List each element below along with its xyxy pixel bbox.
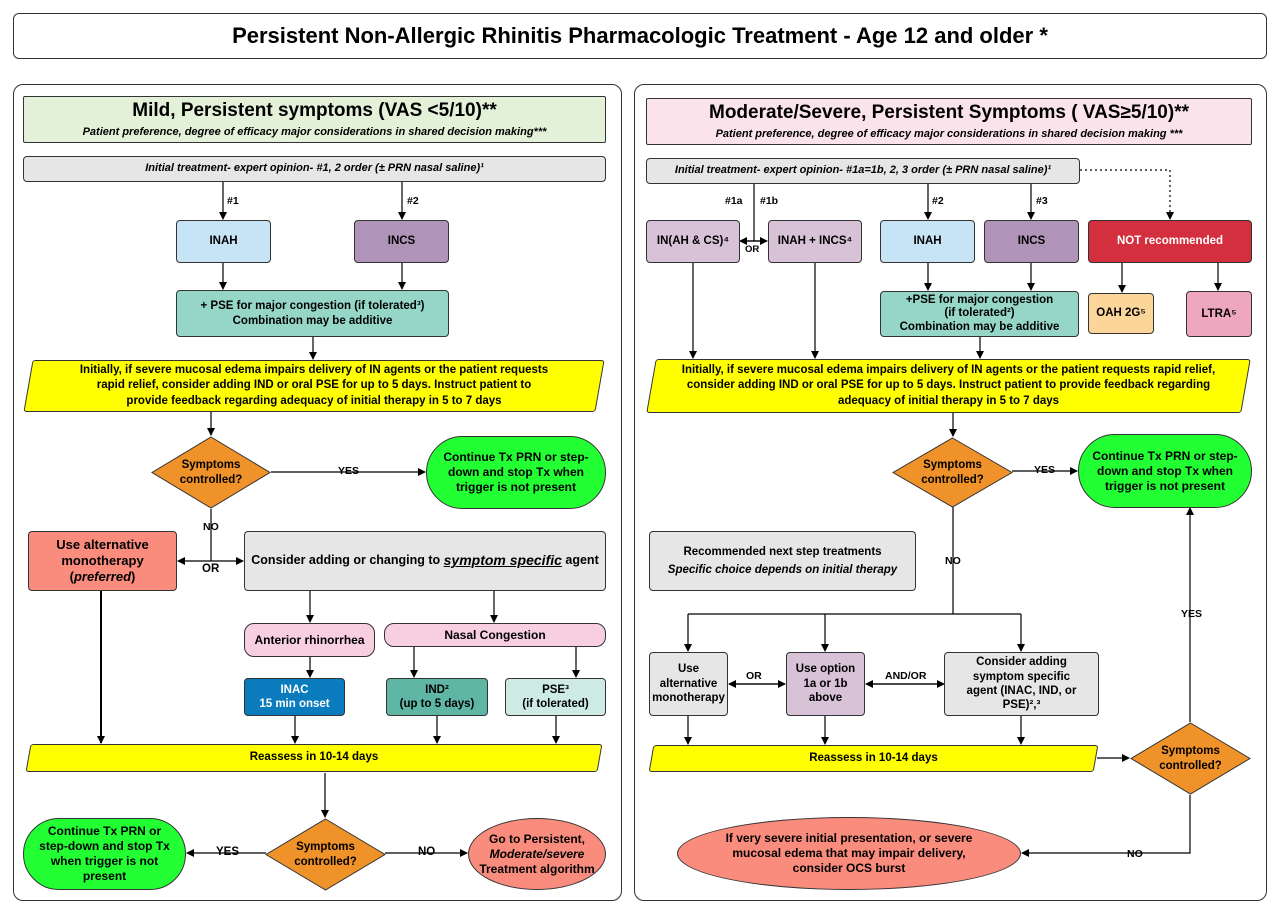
- left-header: Mild, Persistent symptoms (VAS <5/10)** …: [23, 96, 606, 143]
- left-no-label: NO: [203, 521, 219, 533]
- right-continue-tx: Continue Tx PRN or step-down and stop Tx…: [1078, 434, 1252, 508]
- left-goto-line3: Treatment algorithm: [479, 861, 595, 876]
- right-reassess-box: Reassess in 10-14 days: [648, 745, 1099, 772]
- right-in-ah-cs-box: IN(AH & CS)⁴: [646, 220, 740, 263]
- left-symptoms-text2: Symptoms controlled?: [294, 841, 357, 868]
- right-pse-line2: (if tolerated²): [944, 307, 1015, 320]
- left-consider-pre: Consider adding or changing to: [251, 553, 441, 568]
- right-initially-text: Initially, if severe mucosal edema impai…: [681, 363, 1216, 407]
- left-header-subtitle: Patient preference, degree of efficacy m…: [82, 126, 547, 138]
- left-pse-line1: + PSE for major congestion (if tolerated…: [200, 300, 425, 313]
- right-consider-adding-box: Consider adding symptom specific agent (…: [944, 652, 1099, 716]
- left-goto-moderate: Go to Persistent, Moderate/severe Treatm…: [468, 818, 606, 890]
- left-pse2-box: PSE³ (if tolerated): [505, 678, 606, 716]
- right-symptoms-text2: Symptoms controlled?: [1159, 745, 1222, 772]
- right-recommended-line1: Recommended next step treatments: [683, 545, 882, 558]
- left-pse2-line2: (if tolerated): [522, 698, 589, 710]
- left-inac-box: INAC 15 min onset: [244, 678, 345, 716]
- right-inah-box: INAH: [880, 220, 975, 263]
- right-symptoms-diamond2: Symptoms controlled?: [1130, 722, 1251, 795]
- left-ind-line2: (up to 5 days): [399, 698, 475, 710]
- right-or-label: OR: [745, 244, 760, 255]
- left-initially-text: Initially, if severe mucosal edema impai…: [79, 363, 549, 407]
- right-initial-treatment: Initial treatment- expert opinion- #1a=1…: [646, 158, 1080, 184]
- right-use-alt-box: Use alternative monotherapy: [649, 652, 728, 716]
- right-label-2: #2: [932, 195, 944, 207]
- right-use-option-box: Use option 1a or 1b above: [786, 652, 865, 716]
- left-or-label: OR: [202, 563, 220, 575]
- left-symptoms-diamond: Symptoms controlled?: [151, 436, 271, 509]
- right-no-label: NO: [945, 555, 961, 567]
- right-inah-incs-box: INAH + INCS⁴: [768, 220, 862, 263]
- right-header: Moderate/Severe, Persistent Symptoms ( V…: [646, 98, 1252, 145]
- left-reassess-text: Reassess in 10-14 days: [249, 751, 379, 764]
- left-nasal-congestion: Nasal Congestion: [384, 623, 606, 647]
- left-yes2-label: YES: [216, 846, 240, 858]
- right-oah-box: OAH 2G⁵: [1088, 293, 1154, 334]
- left-anterior-rhinorrhea: Anterior rhinorrhea: [244, 623, 375, 657]
- left-alt-line1: Use alternative monotherapy: [56, 536, 149, 568]
- left-inah-box: INAH: [176, 220, 271, 263]
- left-ind-line1: IND²: [425, 683, 449, 696]
- left-symptoms-diamond2: Symptoms controlled?: [265, 818, 386, 891]
- left-label-2: #2: [407, 195, 419, 207]
- left-yes-label: YES: [338, 465, 360, 477]
- page-title-text: Persistent Non-Allergic Rhinitis Pharmac…: [232, 23, 1048, 49]
- left-continue-tx: Continue Tx PRN or step-down and stop Tx…: [426, 436, 606, 509]
- left-initially-box: Initially, if severe mucosal edema impai…: [23, 360, 605, 412]
- right-label-3: #3: [1036, 195, 1048, 207]
- right-reassess-text: Reassess in 10-14 days: [809, 751, 938, 764]
- right-pse-box: +PSE for major congestion (if tolerated²…: [880, 291, 1079, 337]
- right-label-1a: #1a: [725, 195, 743, 207]
- right-recommended-line2: Specific choice depends on initial thera…: [667, 564, 898, 576]
- left-initial-treatment: Initial treatment- expert opinion- #1, 2…: [23, 156, 606, 182]
- left-label-1: #1: [227, 195, 239, 207]
- right-not-recommended: NOT recommended: [1088, 220, 1252, 263]
- right-symptoms-diamond: Symptoms controlled?: [892, 437, 1013, 508]
- left-consider-em: symptom specific: [443, 552, 562, 569]
- left-pse-line2: Combination may be additive: [232, 314, 393, 327]
- left-inac-line2: 15 min onset: [259, 698, 330, 710]
- right-incs-box: INCS: [984, 220, 1079, 263]
- left-goto-line2: Moderate/severe: [489, 846, 585, 861]
- left-pse-box: + PSE for major congestion (if tolerated…: [176, 290, 449, 337]
- left-inac-line1: INAC: [280, 683, 309, 696]
- left-ind-box: IND² (up to 5 days): [386, 678, 488, 716]
- right-initially-box: Initially, if severe mucosal edema impai…: [646, 359, 1251, 413]
- right-recommended-box: Recommended next step treatments Specifi…: [649, 531, 916, 591]
- left-goto-line1: Go to Persistent,: [488, 831, 586, 846]
- right-yes2-label: YES: [1181, 608, 1203, 620]
- right-header-title: Moderate/Severe, Persistent Symptoms ( V…: [709, 102, 1189, 124]
- left-consider-box: Consider adding or changing to symptom s…: [244, 531, 606, 591]
- right-pse-line3: Combination may be additive: [899, 320, 1060, 333]
- left-alt-monotherapy: Use alternative monotherapy (preferred): [28, 531, 177, 591]
- left-no2-label: NO: [418, 846, 436, 858]
- left-reassess-box: Reassess in 10-14 days: [25, 744, 603, 772]
- right-pse-line1: +PSE for major congestion: [905, 294, 1054, 307]
- right-ocs-box: If very severe initial presentation, or …: [677, 817, 1021, 890]
- left-consider-post: agent: [565, 553, 599, 568]
- left-continue-tx2: Continue Tx PRN or step-down and stop Tx…: [23, 818, 186, 890]
- right-symptoms-text: Symptoms controlled?: [921, 459, 984, 486]
- left-alt-line2: preferred: [73, 569, 132, 585]
- left-header-title: Mild, Persistent symptoms (VAS <5/10)**: [132, 100, 497, 122]
- right-no2-label: NO: [1127, 848, 1143, 860]
- left-alt-line2-wrap: (preferred): [69, 569, 136, 585]
- left-pse2-line1: PSE³: [542, 683, 569, 696]
- left-symptoms-text: Symptoms controlled?: [179, 459, 243, 486]
- right-andor-label: AND/OR: [885, 670, 927, 682]
- right-label-1b: #1b: [760, 195, 779, 207]
- page-title: Persistent Non-Allergic Rhinitis Pharmac…: [13, 13, 1267, 59]
- right-or2-label: OR: [746, 670, 762, 682]
- left-incs-box: INCS: [354, 220, 449, 263]
- right-header-subtitle: Patient preference, degree of efficacy m…: [715, 128, 1183, 140]
- right-yes-label: YES: [1034, 464, 1056, 476]
- right-ltra-box: LTRA⁵: [1186, 291, 1252, 337]
